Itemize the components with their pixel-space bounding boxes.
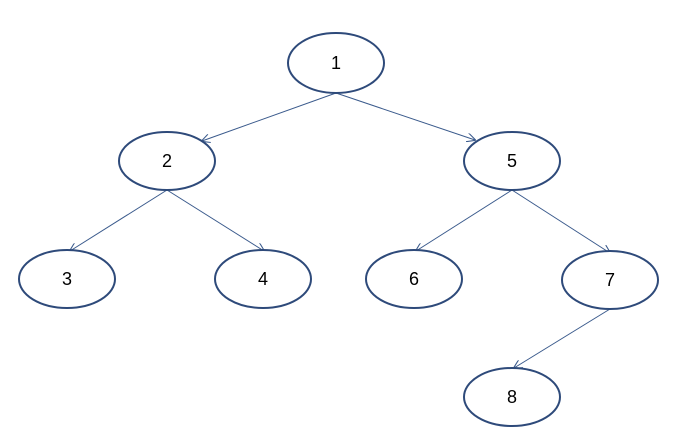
node-label: 8 [507, 387, 517, 407]
node-ellipse [214, 249, 312, 309]
tree-node: 7 [561, 250, 659, 310]
tree-node: 1 [287, 32, 385, 94]
tree-node: 5 [463, 131, 561, 191]
node-ellipse [287, 32, 385, 94]
node-ellipse [18, 249, 116, 309]
edge-7-8 [514, 308, 611, 368]
tree-node: 4 [214, 249, 312, 309]
node-ellipse [118, 131, 216, 191]
edge-1-2 [202, 92, 337, 141]
node-ellipse [463, 367, 561, 427]
node-ellipse [365, 249, 463, 309]
node-ellipse [561, 250, 659, 310]
edges-layer [70, 92, 611, 368]
node-ellipse [463, 131, 561, 191]
edge-1-5 [335, 92, 475, 140]
tree-node: 8 [463, 367, 561, 427]
edge-5-6 [416, 189, 513, 251]
tree-node: 3 [18, 249, 116, 309]
node-label: 3 [62, 269, 72, 289]
tree-node: 6 [365, 249, 463, 309]
node-label: 2 [162, 151, 172, 171]
node-label: 7 [605, 270, 615, 290]
edge-2-3 [70, 189, 168, 251]
node-label: 1 [331, 53, 341, 73]
node-label: 5 [507, 151, 517, 171]
nodes-layer: 1 2 5 3 4 6 7 8 [18, 32, 659, 427]
edge-2-4 [166, 189, 264, 251]
edge-5-7 [511, 189, 610, 253]
tree-node: 2 [118, 131, 216, 191]
node-label: 4 [258, 269, 268, 289]
node-label: 6 [409, 269, 419, 289]
